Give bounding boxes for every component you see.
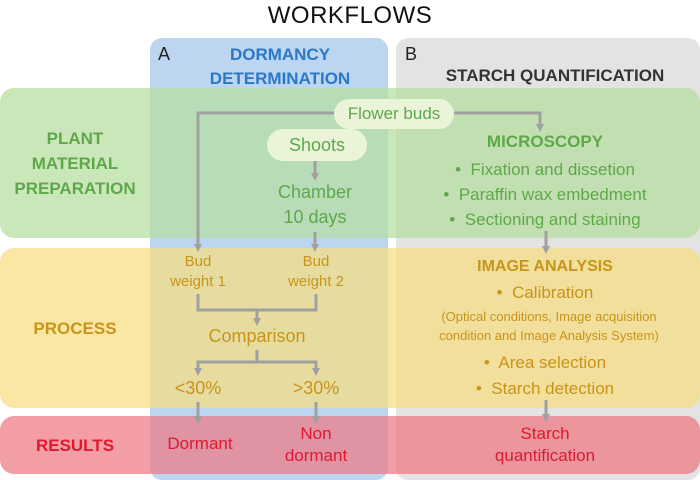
calibration-note-line2: condition and Image Analysis System) <box>439 328 659 343</box>
arrow-comparison-to-gt30 <box>257 360 320 376</box>
microscopy-step-label: Fixation and dissetion <box>470 160 635 179</box>
column-a-letter: A <box>158 44 171 64</box>
microscopy-step-label: Paraffin wax embedment <box>458 185 647 204</box>
node-non-dormant-line2: dormant <box>284 446 348 465</box>
column-b-heading: STARCH QUANTIFICATION <box>445 66 665 85</box>
row-label-process: PROCESS <box>33 319 117 338</box>
row-label-plant-line3: PREPARATION <box>14 179 136 198</box>
results-band <box>0 416 700 474</box>
node-bud-weight-2-line1: Bud <box>302 253 330 270</box>
image-analysis-calibration: • Calibration <box>420 283 670 303</box>
node-greater-than-30: >30% <box>292 378 340 398</box>
calibration-note-line1: (Optical conditions, Image acquisition <box>441 309 657 324</box>
node-chamber: Chamber 10 days <box>250 180 380 230</box>
row-label-plant-line1: PLANT <box>46 129 104 148</box>
column-b-letter: B <box>405 44 418 64</box>
node-starch-quantification-line2: quantification <box>494 446 596 465</box>
node-less-than-30: <30% <box>174 378 222 398</box>
column-a-heading: DORMANCY DETERMINATION <box>180 43 380 91</box>
arrow-flower-to-microscopy <box>448 111 544 132</box>
microscopy-steps: • Fixation and dissetion • Paraffin wax … <box>410 157 680 232</box>
connector-bud-weights <box>196 294 318 312</box>
process-band <box>0 248 700 408</box>
node-flower-buds: Flower buds <box>334 99 454 129</box>
image-analysis-step: • Starch detection <box>420 376 670 402</box>
arrow-comparison-to-lt30 <box>194 350 259 376</box>
bullet: • <box>443 185 450 204</box>
microscopy-heading: MICROSCOPY <box>486 132 604 151</box>
node-non-dormant: Non dormant <box>270 423 362 467</box>
image-analysis-heading: IMAGE ANALYSIS <box>477 258 613 275</box>
node-shoots: Shoots <box>267 129 367 161</box>
node-starch-quantification-line1: Starch <box>520 424 570 443</box>
image-analysis-step: • Area selection <box>420 350 670 376</box>
bullet: • <box>496 283 503 302</box>
node-bud-weight-2: Bud weight 2 <box>266 252 366 292</box>
image-analysis-steps: • Area selection • Starch detection <box>420 350 670 402</box>
row-label-plant-line2: MATERIAL <box>31 154 119 173</box>
node-non-dormant-line1: Non <box>300 424 332 443</box>
node-comparison: Comparison <box>208 326 306 346</box>
row-label-results: RESULTS <box>35 436 115 455</box>
node-bud-weight-1-line2: weight 1 <box>170 273 226 290</box>
calibration-label: Calibration <box>512 283 594 302</box>
node-starch-quantification: Starch quantification <box>440 423 650 467</box>
node-bud-weight-2-line2: weight 2 <box>288 273 344 290</box>
microscopy-step: • Sectioning and staining <box>410 207 680 232</box>
diagram-title: WORKFLOWS <box>267 2 433 29</box>
arrow-flower-to-bud-weight-1 <box>194 111 335 252</box>
node-chamber-line1: Chamber <box>277 182 353 202</box>
calibration-note: (Optical conditions, Image acquisition c… <box>402 307 696 345</box>
image-analysis-step-label: Area selection <box>498 353 607 372</box>
column-a-heading-line1: DORMANCY <box>229 45 331 64</box>
column-a-heading-line2: DETERMINATION <box>209 69 351 88</box>
bullet: • <box>449 210 456 229</box>
bullet: • <box>483 353 490 372</box>
microscopy-step-label: Sectioning and staining <box>464 210 641 229</box>
node-bud-weight-1-line1: Bud <box>184 253 212 270</box>
node-chamber-line2: 10 days <box>283 207 347 227</box>
microscopy-step: • Paraffin wax embedment <box>410 182 680 207</box>
bullet: • <box>455 160 462 179</box>
image-analysis-step-label: Starch detection <box>491 379 615 398</box>
microscopy-step: • Fixation and dissetion <box>410 157 680 182</box>
node-bud-weight-1: Bud weight 1 <box>150 252 246 292</box>
row-label-plant-material: PLANT MATERIAL PREPARATION <box>0 126 150 201</box>
node-dormant: Dormant <box>167 434 233 453</box>
bullet: • <box>475 379 482 398</box>
